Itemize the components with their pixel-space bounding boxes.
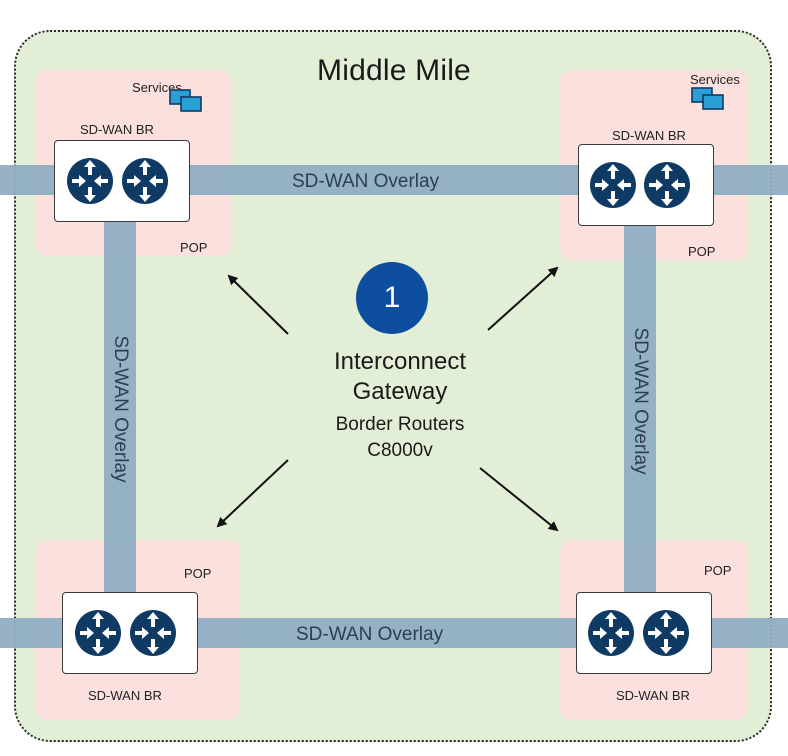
router-label-bottom-right: SD-WAN BR — [616, 688, 690, 703]
services-icon — [169, 89, 202, 112]
pop-label-bottom-left: POP — [184, 566, 212, 581]
arrow-icon — [479, 467, 559, 532]
pop-label-top-left: POP — [180, 240, 208, 255]
arrow-icon — [216, 459, 289, 528]
overlay-band-right — [624, 225, 656, 595]
services-icon — [691, 87, 724, 110]
overlay-band-left — [104, 195, 136, 595]
router-icon — [130, 610, 176, 656]
router-icon — [67, 158, 113, 204]
step-badge: 1 — [356, 262, 428, 334]
overlay-label-bottom: SD-WAN Overlay — [296, 624, 444, 645]
arrow-icon — [487, 266, 559, 331]
diagram-title: Middle Mile — [317, 54, 471, 87]
router-icon — [644, 162, 690, 208]
overlay-label-top: SD-WAN Overlay — [292, 171, 440, 192]
pop-label-bottom-right: POP — [704, 563, 732, 578]
router-label-top-left: SD-WAN BR — [80, 122, 154, 137]
router-icon — [590, 162, 636, 208]
router-icon — [75, 610, 121, 656]
router-icon — [122, 158, 168, 204]
router-label-top-right: SD-WAN BR — [612, 128, 686, 143]
services-label-top-right: Services — [690, 72, 740, 87]
router-label-bottom-left: SD-WAN BR — [88, 688, 162, 703]
router-icon — [643, 610, 689, 656]
pop-label-top-right: POP — [688, 244, 716, 259]
center-line-4: C8000v — [367, 440, 433, 461]
center-line-2: Gateway — [352, 378, 448, 405]
center-line-1: Interconnect — [333, 348, 467, 375]
arrow-icon — [227, 274, 289, 335]
router-icon — [588, 610, 634, 656]
center-line-3: Border Routers — [335, 414, 465, 435]
